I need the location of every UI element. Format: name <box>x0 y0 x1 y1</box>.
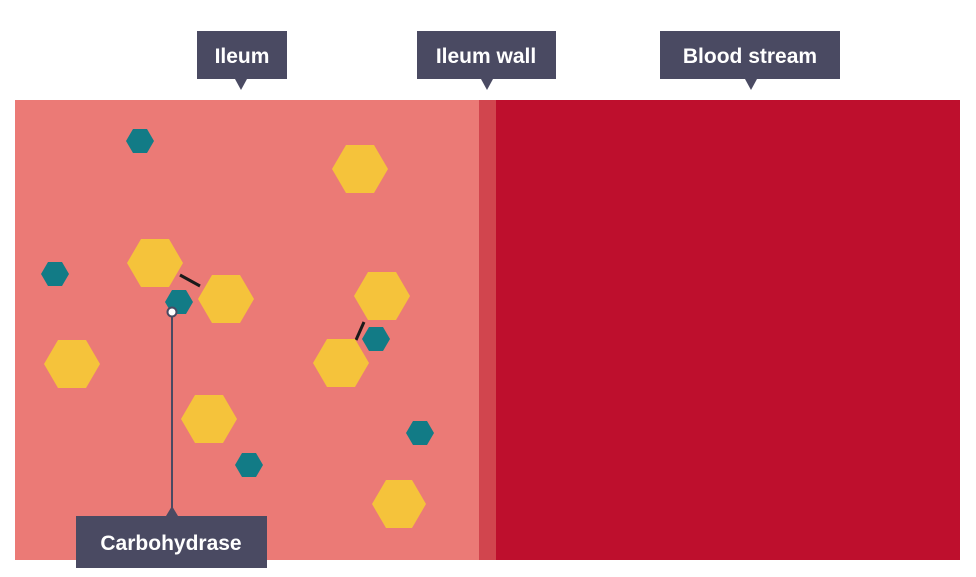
label-ileum-box <box>197 31 287 79</box>
label-ileum-wall-box <box>417 31 556 79</box>
glycosidic-bond <box>354 321 366 341</box>
label-ileum-wall-text: Ileum wall <box>436 45 536 68</box>
glycosidic-bond <box>179 273 201 288</box>
glucose-molecule <box>332 145 388 193</box>
label-blood-stream-text: Blood stream <box>683 45 817 68</box>
label-carbohydrase-pointer <box>166 506 178 516</box>
label-ileum-wall: Ileum wall <box>417 31 556 90</box>
label-carbohydrase-box <box>76 516 267 568</box>
label-ileum-pointer <box>235 79 247 90</box>
glucose-molecule <box>127 239 183 287</box>
glucose-molecule <box>181 395 237 443</box>
glucose-molecule <box>354 272 410 320</box>
carbohydrase-pointer-dot <box>166 306 178 318</box>
label-blood-stream: Blood stream <box>660 31 840 90</box>
label-carbohydrase: Carbohydrase <box>76 506 267 568</box>
label-blood-stream-box <box>660 31 840 79</box>
carbohydrase-molecule <box>41 262 69 286</box>
blood-stream-region <box>496 100 960 560</box>
glucose-molecule <box>44 340 100 388</box>
glucose-molecule <box>313 339 369 387</box>
label-blood-stream-pointer <box>745 79 757 90</box>
glucose-molecule <box>372 480 426 528</box>
carbohydrase-molecule <box>235 453 263 477</box>
glucose-molecule <box>198 275 254 323</box>
carbohydrase-molecule <box>406 421 434 445</box>
carbohydrase-molecule <box>362 327 390 351</box>
carbohydrase-molecule <box>126 129 154 153</box>
label-ileum-wall-pointer <box>481 79 493 90</box>
ileum-wall-region <box>479 100 496 560</box>
label-ileum: Ileum <box>197 31 287 90</box>
label-carbohydrase-text: Carbohydrase <box>100 532 241 555</box>
label-ileum-text: Ileum <box>215 45 270 68</box>
